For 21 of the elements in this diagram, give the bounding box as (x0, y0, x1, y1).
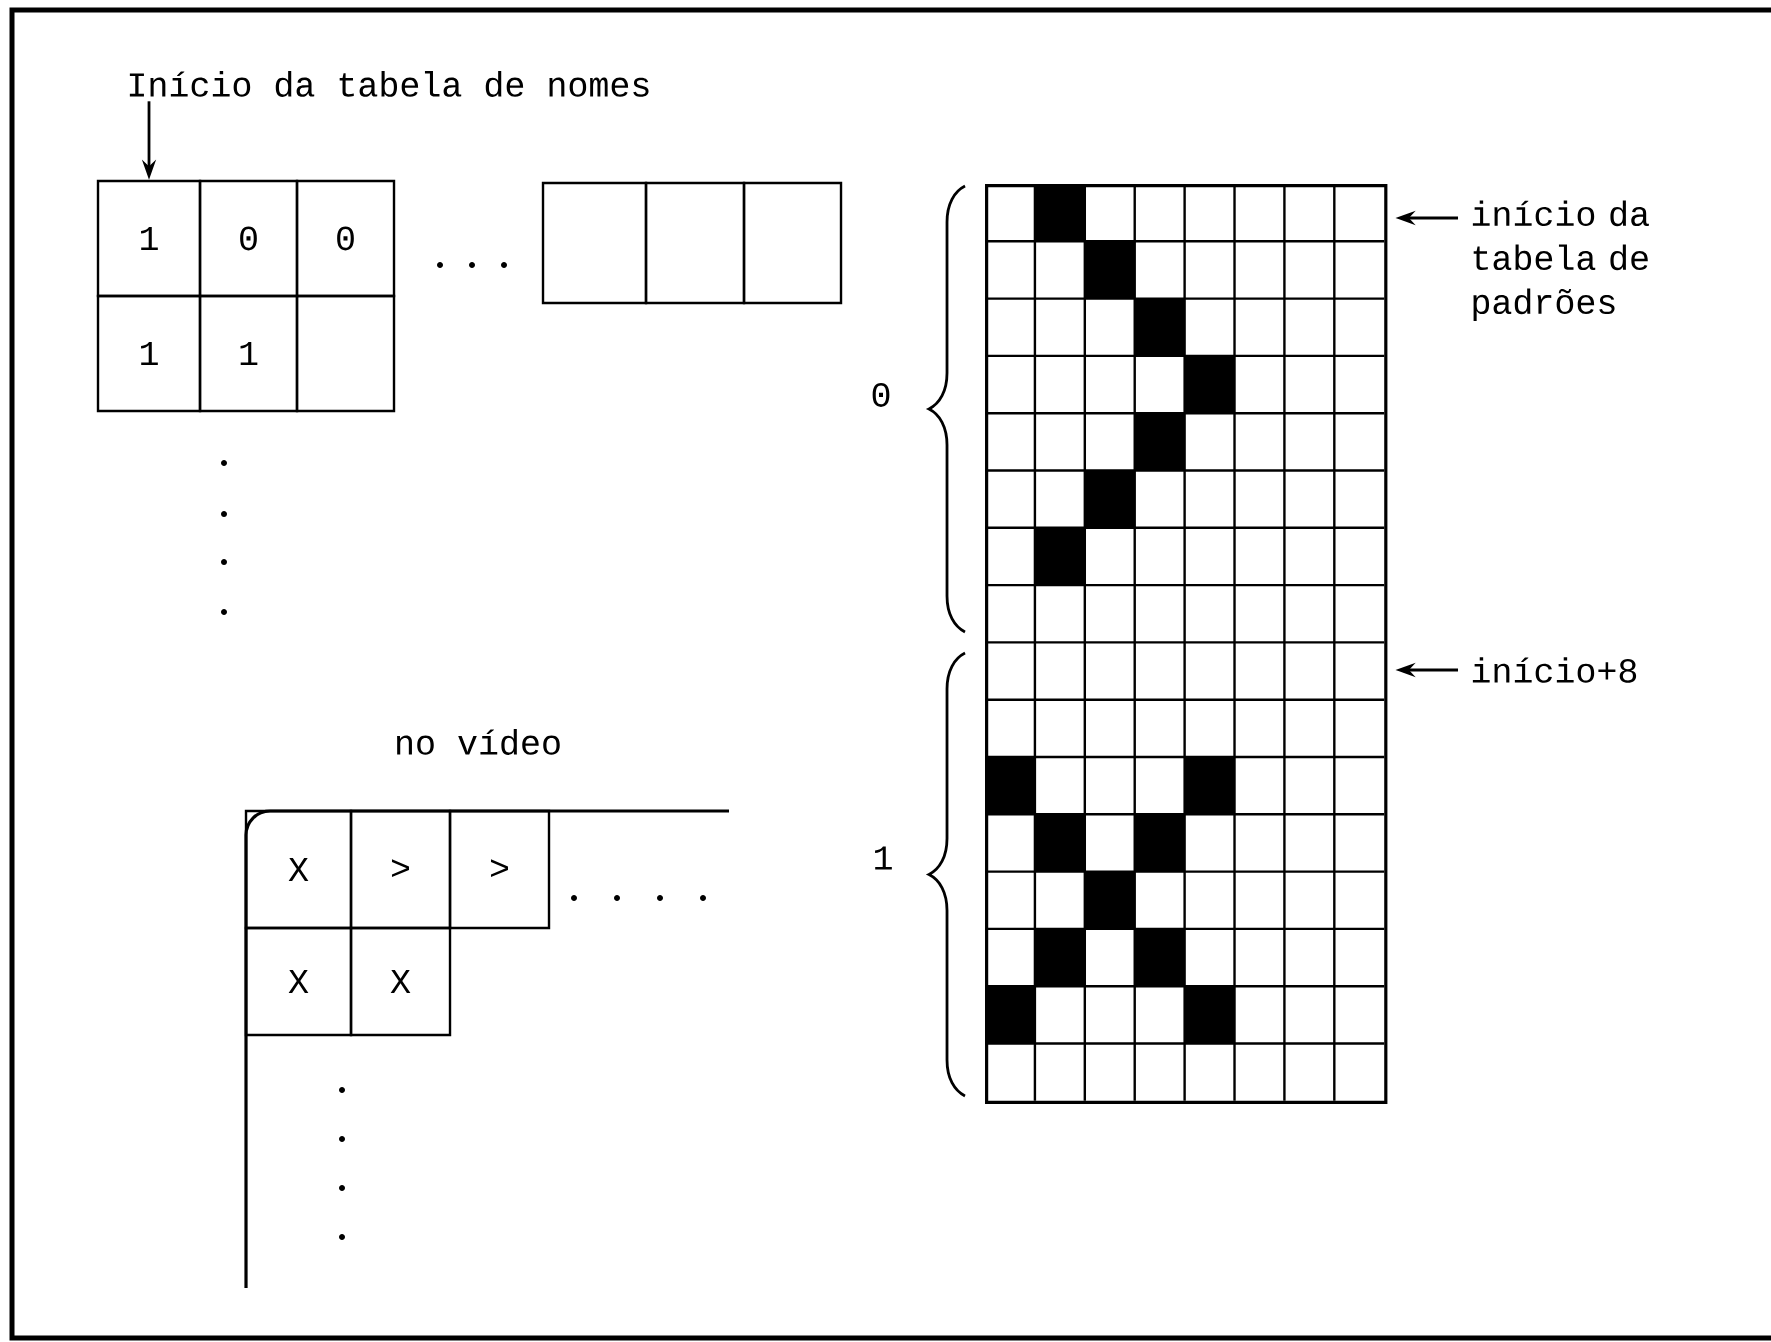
screen-caption: no vídeo (397, 729, 560, 755)
table-cell: 1 (198, 294, 299, 413)
table-cell (742, 181, 843, 305)
table-cell (644, 181, 746, 305)
table-cell: 1 (96, 179, 202, 298)
table-cell (295, 294, 396, 413)
pixel-grid (985, 184, 1388, 1104)
pointer-text: início da tabela de padrões (1472, 200, 1649, 322)
screen-cell: X (349, 926, 452, 1037)
table-cell: 1 (96, 294, 202, 413)
table-cell: 0 (295, 179, 396, 298)
caption-text: Início da tabela de nomes (129, 71, 649, 97)
screen-cell: > (349, 809, 452, 930)
pointer-text: início+8 (1472, 657, 1637, 683)
byte-label: 1 (875, 846, 892, 870)
table-cell: 0 (198, 179, 299, 298)
screen-cell: > (448, 809, 551, 930)
screen-cell: X (244, 809, 353, 930)
screen-cell: X (244, 926, 353, 1037)
table-cell (541, 181, 648, 305)
byte-label: 0 (872, 383, 890, 407)
